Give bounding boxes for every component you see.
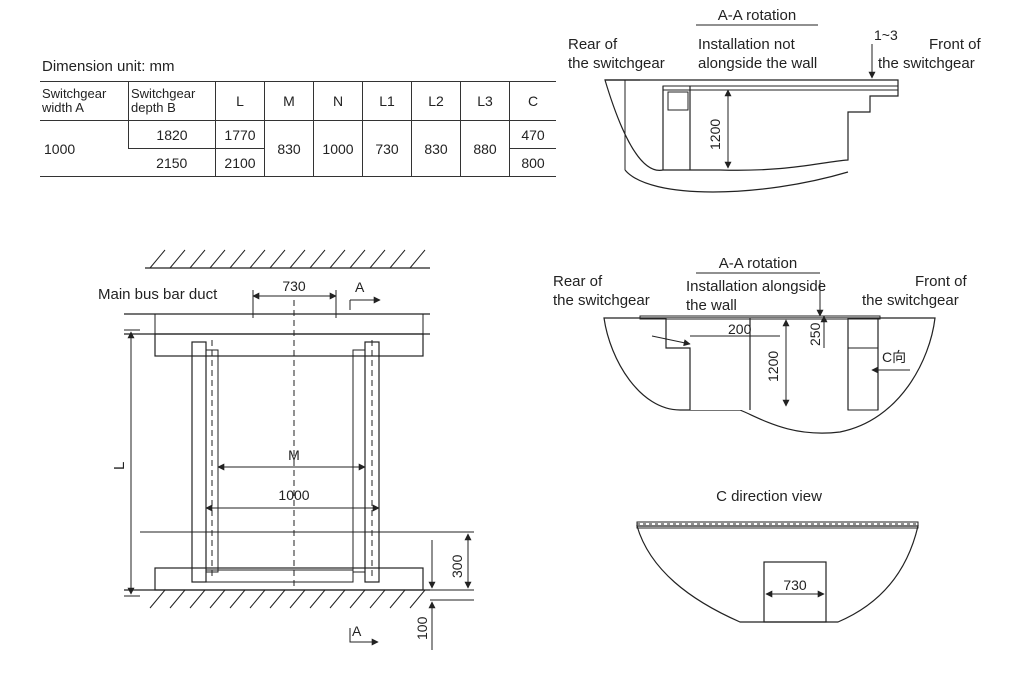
c-direction-view: C direction view 730 xyxy=(636,488,919,623)
install-label: Installation not xyxy=(698,36,796,53)
install-label-2: alongside the wall xyxy=(698,55,817,72)
section-title: A-A rotation xyxy=(719,255,797,272)
c-direction-label: C向 xyxy=(882,349,906,365)
dimension-unit-label: Dimension unit: mm xyxy=(42,58,175,75)
dim-m: M xyxy=(288,447,300,463)
table-row: 2150 2100 800 xyxy=(40,148,556,177)
cell-l: 2100 xyxy=(215,148,265,177)
section-a-top: A xyxy=(355,279,365,295)
dim-1000: 1000 xyxy=(278,487,309,503)
cell-width-a: 1000 xyxy=(40,120,129,177)
cell-depth-b: 1820 xyxy=(128,120,216,149)
front-label: Front of xyxy=(915,273,968,290)
install-label: Installation alongside xyxy=(686,278,826,295)
front-label: Front of xyxy=(929,36,982,53)
dim-300: 300 xyxy=(449,554,465,578)
cell-depth-b: 2150 xyxy=(128,148,216,177)
top-wall xyxy=(145,249,430,269)
gap-dimension: 1~3 xyxy=(874,27,898,43)
rear-label: Rear of xyxy=(568,36,618,53)
view-title: C direction view xyxy=(716,488,822,505)
dim-200: 200 xyxy=(728,321,752,337)
header-l1: L1 xyxy=(362,81,412,121)
dim-l: L xyxy=(111,462,128,470)
table-row: 1000 1820 1770 830 1000 730 830 880 470 xyxy=(40,120,556,177)
section-alongside-wall: A-A rotation Rear of the switchgear Inst… xyxy=(553,255,968,434)
header-c: C xyxy=(509,81,556,121)
opening-dimension: 730 xyxy=(783,577,807,593)
rear-label: Rear of xyxy=(553,273,603,290)
plan-view: Main bus bar duct 730 A M 1000 xyxy=(98,249,474,650)
section-a-bottom: A xyxy=(352,623,362,639)
front-label-2: the switchgear xyxy=(878,55,975,72)
cell-l: 1770 xyxy=(215,120,265,149)
rear-label-2: the switchgear xyxy=(553,292,650,309)
header-l: L xyxy=(215,81,265,121)
cell-l1: 730 xyxy=(362,120,412,177)
section-not-alongside-wall: A-A rotation Rear of the switchgear Inst… xyxy=(568,7,982,193)
install-label-2: the wall xyxy=(686,297,737,314)
dim-100: 100 xyxy=(414,616,430,640)
dim-730: 730 xyxy=(282,278,306,294)
cell-n: 1000 xyxy=(313,120,363,177)
header-l2: L2 xyxy=(411,81,461,121)
rear-label-2: the switchgear xyxy=(568,55,665,72)
header-l3: L3 xyxy=(460,81,510,121)
section-title: A-A rotation xyxy=(718,7,796,24)
cell-c: 470 xyxy=(509,120,556,149)
cell-l3: 880 xyxy=(460,120,510,177)
header-m: M xyxy=(264,81,314,121)
dim-250: 250 xyxy=(807,322,823,346)
front-label-2: the switchgear xyxy=(862,292,959,309)
header-n: N xyxy=(313,81,363,121)
height-dimension: 1200 xyxy=(765,351,781,382)
height-dimension: 1200 xyxy=(707,119,723,150)
cell-c: 800 xyxy=(509,148,556,177)
cell-m: 830 xyxy=(264,120,314,177)
bus-duct-label: Main bus bar duct xyxy=(98,286,218,303)
cell-l2: 830 xyxy=(411,120,461,177)
